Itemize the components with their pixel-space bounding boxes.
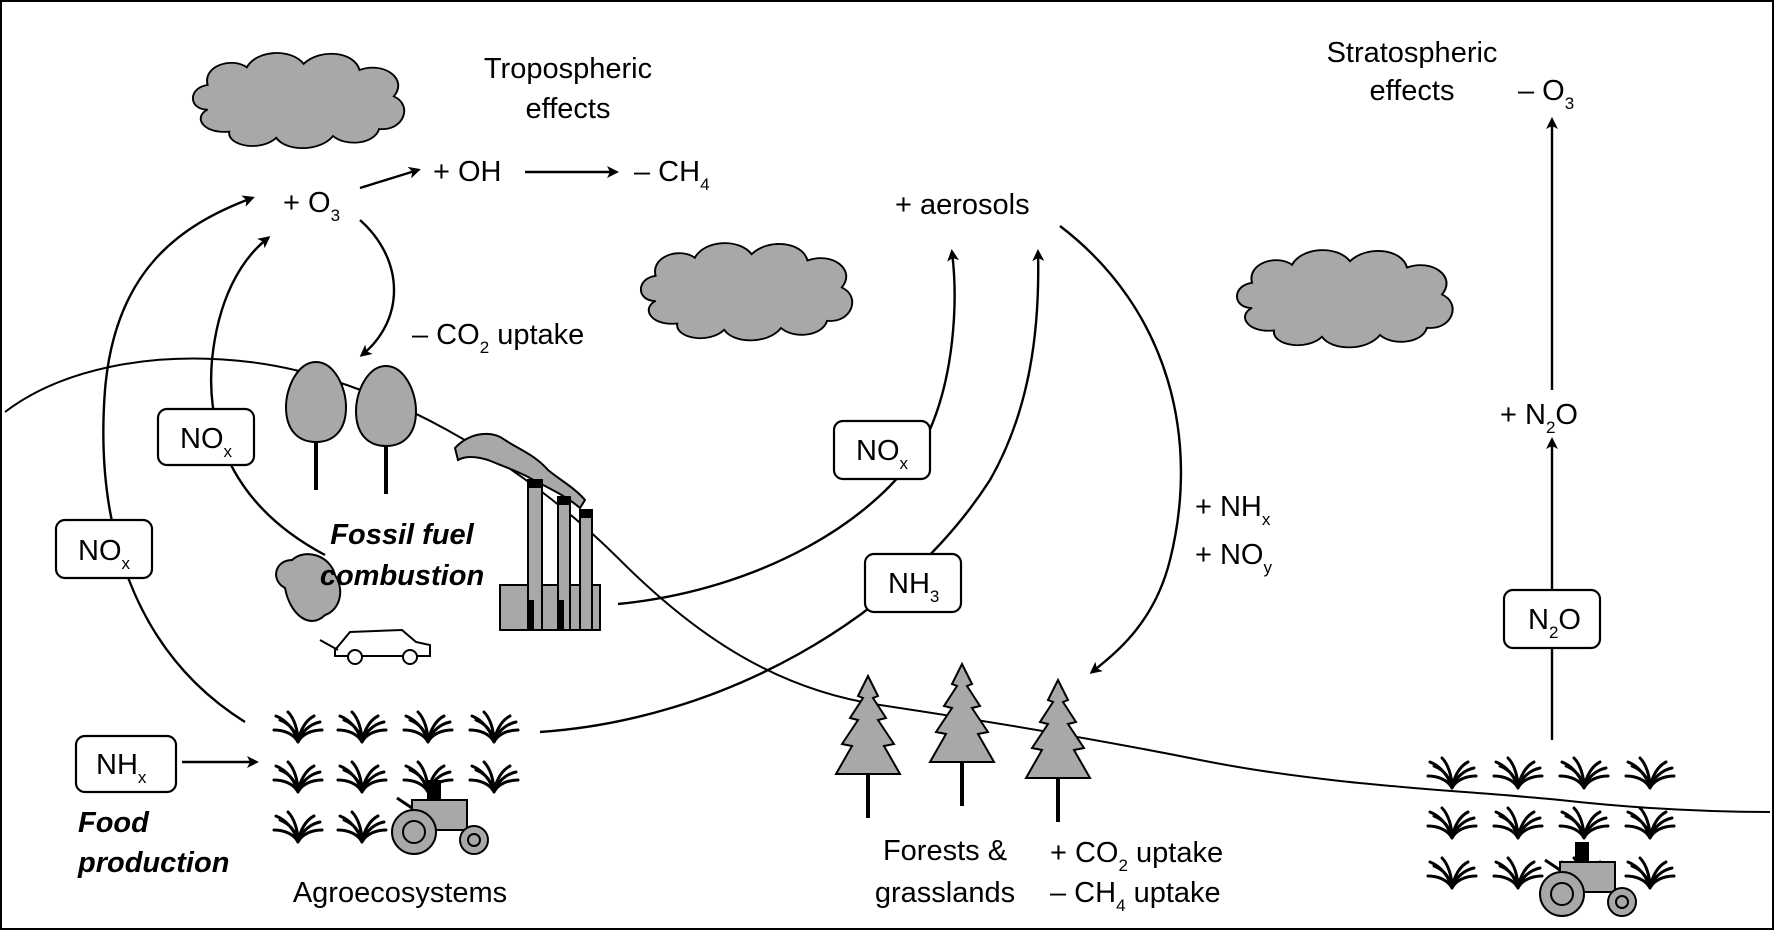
conifer-tree-icon: [928, 662, 996, 808]
ch4-label: – CH4: [634, 156, 710, 194]
deciduous-tree-icon: [354, 364, 418, 496]
n2o-box: N2O: [1502, 588, 1602, 650]
tropospheric-effects-label-2: effects: [526, 93, 611, 125]
tractor-left-icon: [390, 778, 490, 856]
aerosols-label: + aerosols: [895, 189, 1030, 221]
svg-text:NOx: NOx: [78, 535, 131, 573]
stratospheric-effects-label: Stratospheric: [1327, 37, 1498, 69]
arrow-aerosols-to-forest: [1059, 225, 1183, 674]
forest-ch4-uptake-label: – CH4 uptake: [1050, 877, 1221, 915]
svg-text:NH3: NH3: [888, 568, 939, 606]
arrow-agro-to-aerosols: [539, 249, 1045, 734]
nox-left-box: NOx: [54, 518, 154, 580]
crops-right-icon: [1426, 756, 1676, 890]
nhx-box: NHx: [74, 734, 178, 794]
arrow-nox-left-to-o3: [102, 195, 255, 724]
deposition-noy-label: + NOy: [1195, 539, 1273, 577]
svg-text:N2O: N2O: [1528, 604, 1581, 642]
deposition-nhx-label: + NHx: [1195, 491, 1271, 529]
tractor-right-icon: [1538, 840, 1638, 918]
svg-text:NOx: NOx: [180, 423, 233, 461]
conifer-tree-icon: [1024, 678, 1092, 824]
arrow-o3-to-trees: [359, 219, 396, 357]
terrain-line: [4, 357, 1771, 813]
car-icon: [275, 553, 431, 665]
tropospheric-effects-label: Tropospheric: [484, 53, 652, 85]
stratospheric-effects-label-2: effects: [1370, 75, 1455, 107]
food-label: Food: [78, 807, 150, 839]
combustion-label: combustion: [320, 560, 484, 592]
cloud-right: [1236, 249, 1454, 349]
co2-uptake-label: – CO2 uptake: [412, 319, 584, 357]
deciduous-tree-icon: [284, 360, 348, 492]
factory-icon: [453, 432, 601, 631]
svg-text:NHx: NHx: [96, 749, 147, 787]
arrow-o3-to-oh: [359, 166, 421, 190]
o3-label: + O3: [283, 187, 340, 225]
nox-right-box: NOx: [832, 419, 932, 481]
svg-text:NOx: NOx: [856, 435, 909, 473]
fossil-fuel-label: Fossil fuel: [330, 519, 474, 551]
production-label: production: [77, 847, 229, 879]
forests-label: Forests &: [883, 835, 1007, 867]
cloud-middle: [639, 242, 854, 342]
n2o-plus-label: + N2O: [1500, 399, 1578, 437]
agroecosystems-label: Agroecosystems: [293, 877, 507, 909]
nox-fossil-box: NOx: [156, 407, 256, 467]
oh-label: + OH: [433, 156, 502, 188]
stratospheric-o3-label: – O3: [1518, 75, 1574, 113]
forest-co2-uptake-label: + CO2 uptake: [1050, 837, 1223, 875]
cloud-tropo: [191, 52, 406, 150]
arrow-fossil-to-o3: [209, 236, 326, 557]
grasslands-label: grasslands: [875, 877, 1015, 909]
nh3-box: NH3: [863, 552, 963, 614]
